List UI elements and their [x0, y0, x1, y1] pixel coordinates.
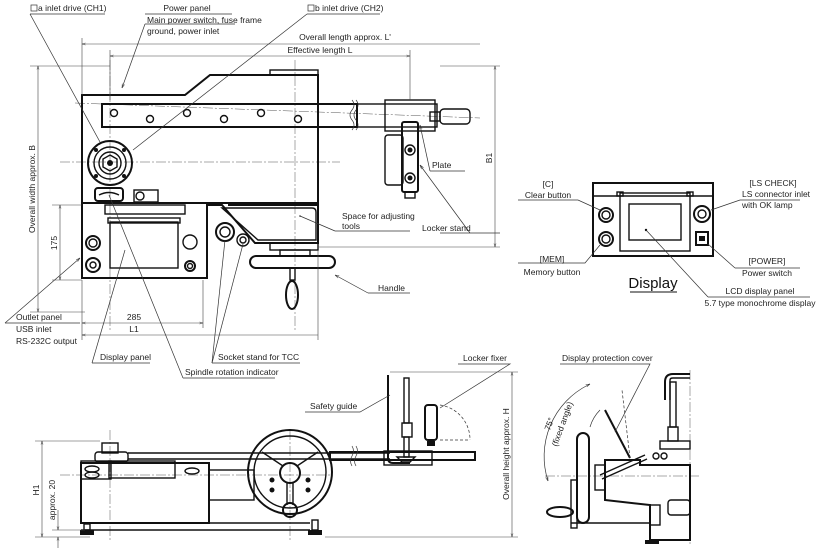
label-spindle-indicator: Spindle rotation indicator [185, 367, 279, 377]
label-lcd-title: LCD display panel [726, 286, 795, 296]
checkbox-a-icon [30, 4, 38, 12]
rotation-indicator [94, 187, 124, 202]
label-ls-desc2: with OK lamp [741, 200, 793, 210]
label-power-desc1: Main power switch, fuse frame [147, 15, 262, 25]
socket-stand [215, 222, 235, 242]
power-panel [133, 189, 159, 203]
label-handle: Handle [378, 283, 405, 293]
dim-l1: L1 [129, 324, 139, 334]
display-screen [109, 221, 179, 269]
label-angle-75: 75° [542, 416, 556, 432]
label-outlet-panel: Outlet panel [16, 312, 62, 322]
label-space-tools-1: Space for adjusting [342, 211, 415, 221]
side-view: Display protection cover 75° (fixed angl… [542, 353, 700, 545]
front-view: Safety guide Locker fixer H1 approx. 20 … [31, 353, 518, 548]
display-view: [C] Clear button [MEM] Memory button [LS… [518, 178, 816, 308]
label-ls-key: [LS CHECK] [749, 178, 796, 188]
handwheel-front [247, 429, 333, 518]
label-plate: Plate [432, 160, 452, 170]
label-socket-stand: Socket stand for TCC [218, 352, 299, 362]
label-lcd-desc: 5.7 type monochrome display [704, 298, 816, 308]
label-a-inlet: a inlet drive (CH1) [38, 3, 107, 13]
dim-175: 175 [49, 236, 59, 250]
dim-overall-length: Overall length approx. L' [299, 32, 391, 42]
label-ls-desc1: LS connector inlet [742, 189, 811, 199]
dim-b1: B1 [484, 153, 494, 164]
label-rs232c: RS-232C output [16, 336, 78, 346]
display-panel-block [81, 202, 208, 279]
label-c-key: [C] [543, 179, 554, 189]
dim-285: 285 [127, 312, 141, 322]
side-handwheel [576, 432, 590, 524]
label-locker-stand: Locker stand [422, 223, 471, 233]
display-housing [592, 182, 714, 257]
label-usb-inlet: USB inlet [16, 324, 52, 334]
label-mem-key: [MEM] [540, 254, 565, 264]
label-locker-fixer: Locker fixer [463, 353, 507, 363]
rail-holes [109, 108, 303, 124]
checkbox-b-icon [307, 4, 315, 12]
dim-overall-width: Overall width approx. B [27, 145, 37, 233]
dim-approx-20: approx. 20 [47, 480, 57, 520]
label-safety-guide: Safety guide [310, 401, 358, 411]
label-space-tools-2: tools [342, 221, 360, 231]
safety-guide [387, 375, 410, 464]
plate-body [384, 134, 404, 186]
label-clear-button: Clear button [525, 190, 572, 200]
power-switch-glyph [695, 231, 709, 246]
label-power-panel: Power panel [163, 3, 210, 13]
nameplate [104, 204, 186, 215]
top-view: a inlet drive (CH1) Power panel Main pow… [4, 3, 500, 379]
label-display-panel: Display panel [100, 352, 151, 362]
side-safety-guide [664, 373, 690, 400]
locker-stand-body [401, 121, 419, 193]
front-rail [329, 451, 476, 461]
dim-h1: H1 [31, 484, 41, 495]
label-display-cover: Display protection cover [562, 353, 653, 363]
dim-overall-height: Overall height approx. H [501, 408, 511, 500]
front-body [80, 462, 210, 524]
memory-button-glyph [598, 231, 614, 247]
clear-button-glyph [598, 207, 614, 223]
dim-effective-length: Effective length L [287, 45, 352, 55]
label-b-inlet: b inlet drive (CH2) [315, 3, 384, 13]
label-power-desc2: ground, power inlet [147, 26, 220, 36]
label-power-key: [POWER] [749, 256, 786, 266]
spindle-drive [87, 140, 133, 186]
display-view-title: Display [628, 275, 678, 292]
locker-fixer [424, 404, 438, 441]
handwheel-top [249, 249, 336, 310]
label-memory-button: Memory button [524, 267, 581, 277]
label-power-switch: Power switch [742, 268, 792, 278]
lcd-screen [628, 203, 682, 241]
ls-connector-glyph [693, 205, 711, 223]
